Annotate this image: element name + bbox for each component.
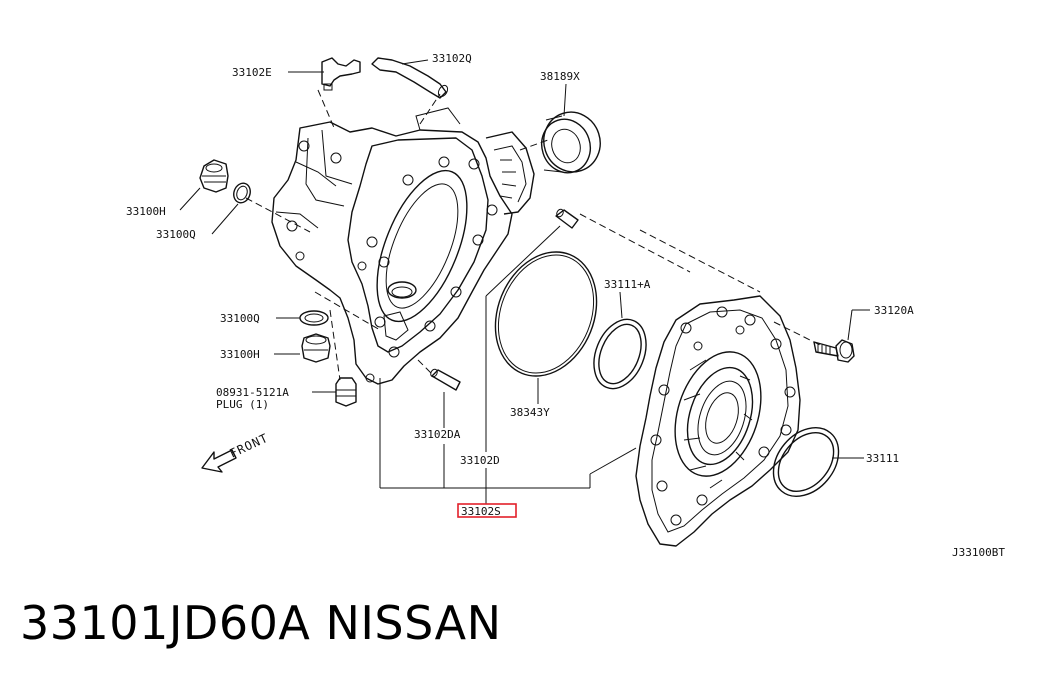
bolt-33120a — [813, 339, 855, 363]
part-number-title: 33101JD60A NISSAN — [20, 596, 502, 650]
callout-33111a: 33111+A — [604, 278, 651, 291]
front-arrow: FRONT — [201, 431, 271, 473]
callout-33100h-mid: 33100H — [220, 348, 260, 361]
callout-labels: 33102E 33102Q 38189X 33100H 33100Q 33111… — [126, 52, 914, 518]
callout-33100q-mid: 33100Q — [220, 312, 260, 325]
front-label: FRONT — [227, 431, 270, 461]
callout-33100q-top: 33100Q — [156, 228, 196, 241]
callout-plug-label: PLUG (1) — [216, 398, 269, 411]
callout-33102e: 33102E — [232, 66, 272, 79]
callout-plug-part: 08931-5121A — [216, 386, 289, 399]
leader-lines — [179, 59, 870, 504]
oil-seal-38189x — [540, 111, 601, 174]
callout-33120a: 33120A — [874, 304, 914, 317]
drain-plug-top — [199, 159, 251, 204]
transfer-housing — [271, 107, 535, 385]
snap-ring-33111 — [772, 427, 840, 497]
callout-33111: 33111 — [866, 452, 899, 465]
callout-33102q: 33102Q — [432, 52, 472, 65]
callout-38189x: 38189X — [540, 70, 580, 83]
snap-ring-33111a — [593, 318, 647, 390]
diagram-code: J33100BT — [952, 546, 1005, 559]
callout-33102s[interactable]: 33102S — [461, 505, 501, 518]
rear-cover — [635, 295, 801, 547]
dowel-pins — [430, 208, 579, 391]
callout-38343y: 38343Y — [510, 406, 550, 419]
o-ring-38343y — [494, 251, 598, 377]
callout-33102da: 33102DA — [414, 428, 461, 441]
alignment-lines — [245, 89, 821, 381]
callout-33100h-top: 33100H — [126, 205, 166, 218]
breather-assembly — [321, 57, 449, 99]
callout-33102d: 33102D — [460, 454, 500, 467]
highlight-box-33102s — [457, 503, 517, 518]
